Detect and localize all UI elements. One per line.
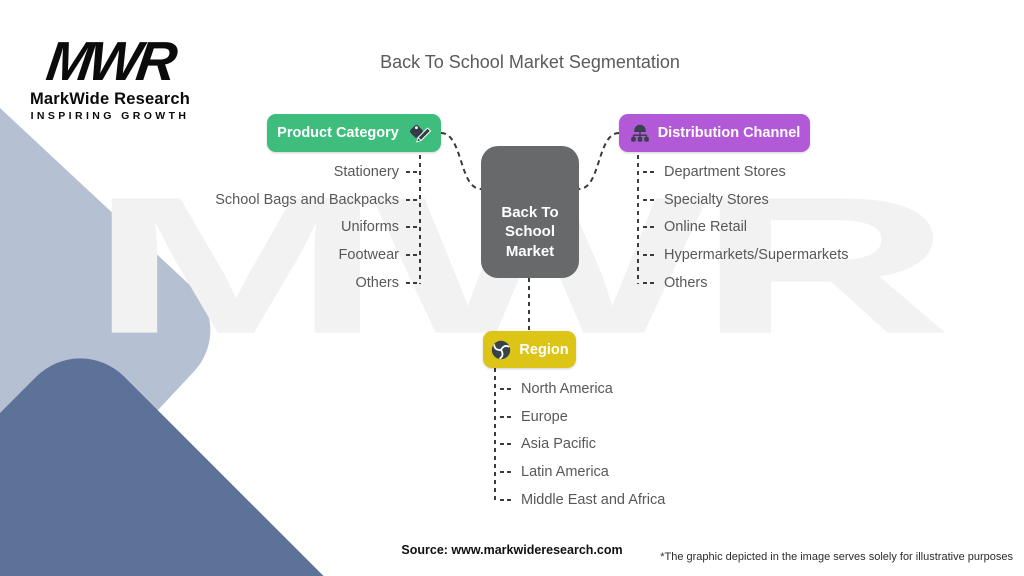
product-category-list: Stationery School Bags and Backpacks Uni… xyxy=(119,158,419,296)
source-text: Source: www.markwideresearch.com xyxy=(401,543,623,557)
connector-dash xyxy=(406,281,419,284)
connector-dash xyxy=(500,387,513,390)
region-item: Middle East and Africa xyxy=(521,491,666,508)
list-item: Uniforms xyxy=(119,213,419,241)
central-market-node: Back To School Market xyxy=(481,146,579,278)
globe-icon xyxy=(490,339,512,361)
connector-line-center-region xyxy=(528,278,530,331)
list-item: Department Stores xyxy=(643,158,943,186)
connector-dash xyxy=(500,443,513,446)
list-item: Europe xyxy=(500,403,800,431)
product-category-node: Product Category xyxy=(267,114,441,152)
central-node-line: Market xyxy=(505,242,555,260)
connector-dash xyxy=(500,498,513,501)
product-category-item: School Bags and Backpacks xyxy=(215,191,399,208)
logo-tagline: INSPIRING GROWTH xyxy=(30,109,190,122)
list-item: Specialty Stores xyxy=(643,186,943,214)
list-item: Footwear xyxy=(119,241,419,269)
central-node-line: Back To xyxy=(501,203,559,221)
distribution-channel-list: Department Stores Specialty Stores Onlin… xyxy=(643,158,943,296)
list-item: Others xyxy=(643,269,943,297)
sitemap-icon xyxy=(629,122,651,144)
list-item: North America xyxy=(500,375,800,403)
connector-dash xyxy=(406,226,419,229)
connector-line-distribution xyxy=(637,155,639,284)
list-item: Asia Pacific xyxy=(500,430,800,458)
connector-dash xyxy=(406,170,419,173)
connector-dash xyxy=(406,198,419,201)
distribution-channel-item: Online Retail xyxy=(664,219,748,236)
distribution-channel-node: Distribution Channel xyxy=(619,114,810,152)
disclaimer-text: *The graphic depicted in the image serve… xyxy=(660,551,1013,563)
distribution-channel-label: Distribution Channel xyxy=(657,125,801,141)
connector-dash xyxy=(643,170,656,173)
page-title: Back To School Market Segmentation xyxy=(380,52,680,72)
list-item: Stationery xyxy=(119,158,419,186)
region-item: Latin America xyxy=(521,463,609,480)
connector-dash xyxy=(500,415,513,418)
logo-acronym: MWR xyxy=(42,30,178,92)
connector-dash xyxy=(643,253,656,256)
logo-name: MarkWide Research xyxy=(29,89,191,108)
product-category-item: Stationery xyxy=(333,163,399,180)
connector-dash xyxy=(500,470,513,473)
region-item: Asia Pacific xyxy=(521,436,596,453)
product-category-label: Product Category xyxy=(277,125,399,141)
product-category-item: Uniforms xyxy=(340,219,399,236)
list-item: Hypermarkets/Supermarkets xyxy=(643,241,943,269)
list-item: Others xyxy=(119,269,419,297)
list-item: Middle East and Africa xyxy=(500,486,800,514)
list-item: School Bags and Backpacks xyxy=(119,186,419,214)
distribution-channel-item: Specialty Stores xyxy=(664,191,769,208)
product-category-item: Others xyxy=(355,274,399,291)
connector-dash xyxy=(643,198,656,201)
region-node: Region xyxy=(483,331,576,368)
list-item: Online Retail xyxy=(643,213,943,241)
list-item: Latin America xyxy=(500,458,800,486)
connector-line-region xyxy=(494,368,496,500)
region-list: North America Europe Asia Pacific Latin … xyxy=(500,375,800,513)
connector-line-product xyxy=(419,155,421,284)
connector-dash xyxy=(643,226,656,229)
tag-pencil-icon xyxy=(406,121,431,146)
distribution-channel-item: Hypermarkets/Supermarkets xyxy=(664,246,849,263)
product-category-item: Footwear xyxy=(338,246,399,263)
distribution-channel-item: Department Stores xyxy=(664,163,786,180)
region-item: North America xyxy=(521,380,613,397)
region-item: Europe xyxy=(521,408,568,425)
connector-dash xyxy=(406,253,419,256)
distribution-channel-item: Others xyxy=(664,274,708,291)
central-node-line: School xyxy=(504,223,555,241)
region-label: Region xyxy=(519,341,569,358)
connector-dash xyxy=(643,281,656,284)
markwide-logo: MWR MarkWide Research INSPIRING GROWTH xyxy=(28,30,192,122)
